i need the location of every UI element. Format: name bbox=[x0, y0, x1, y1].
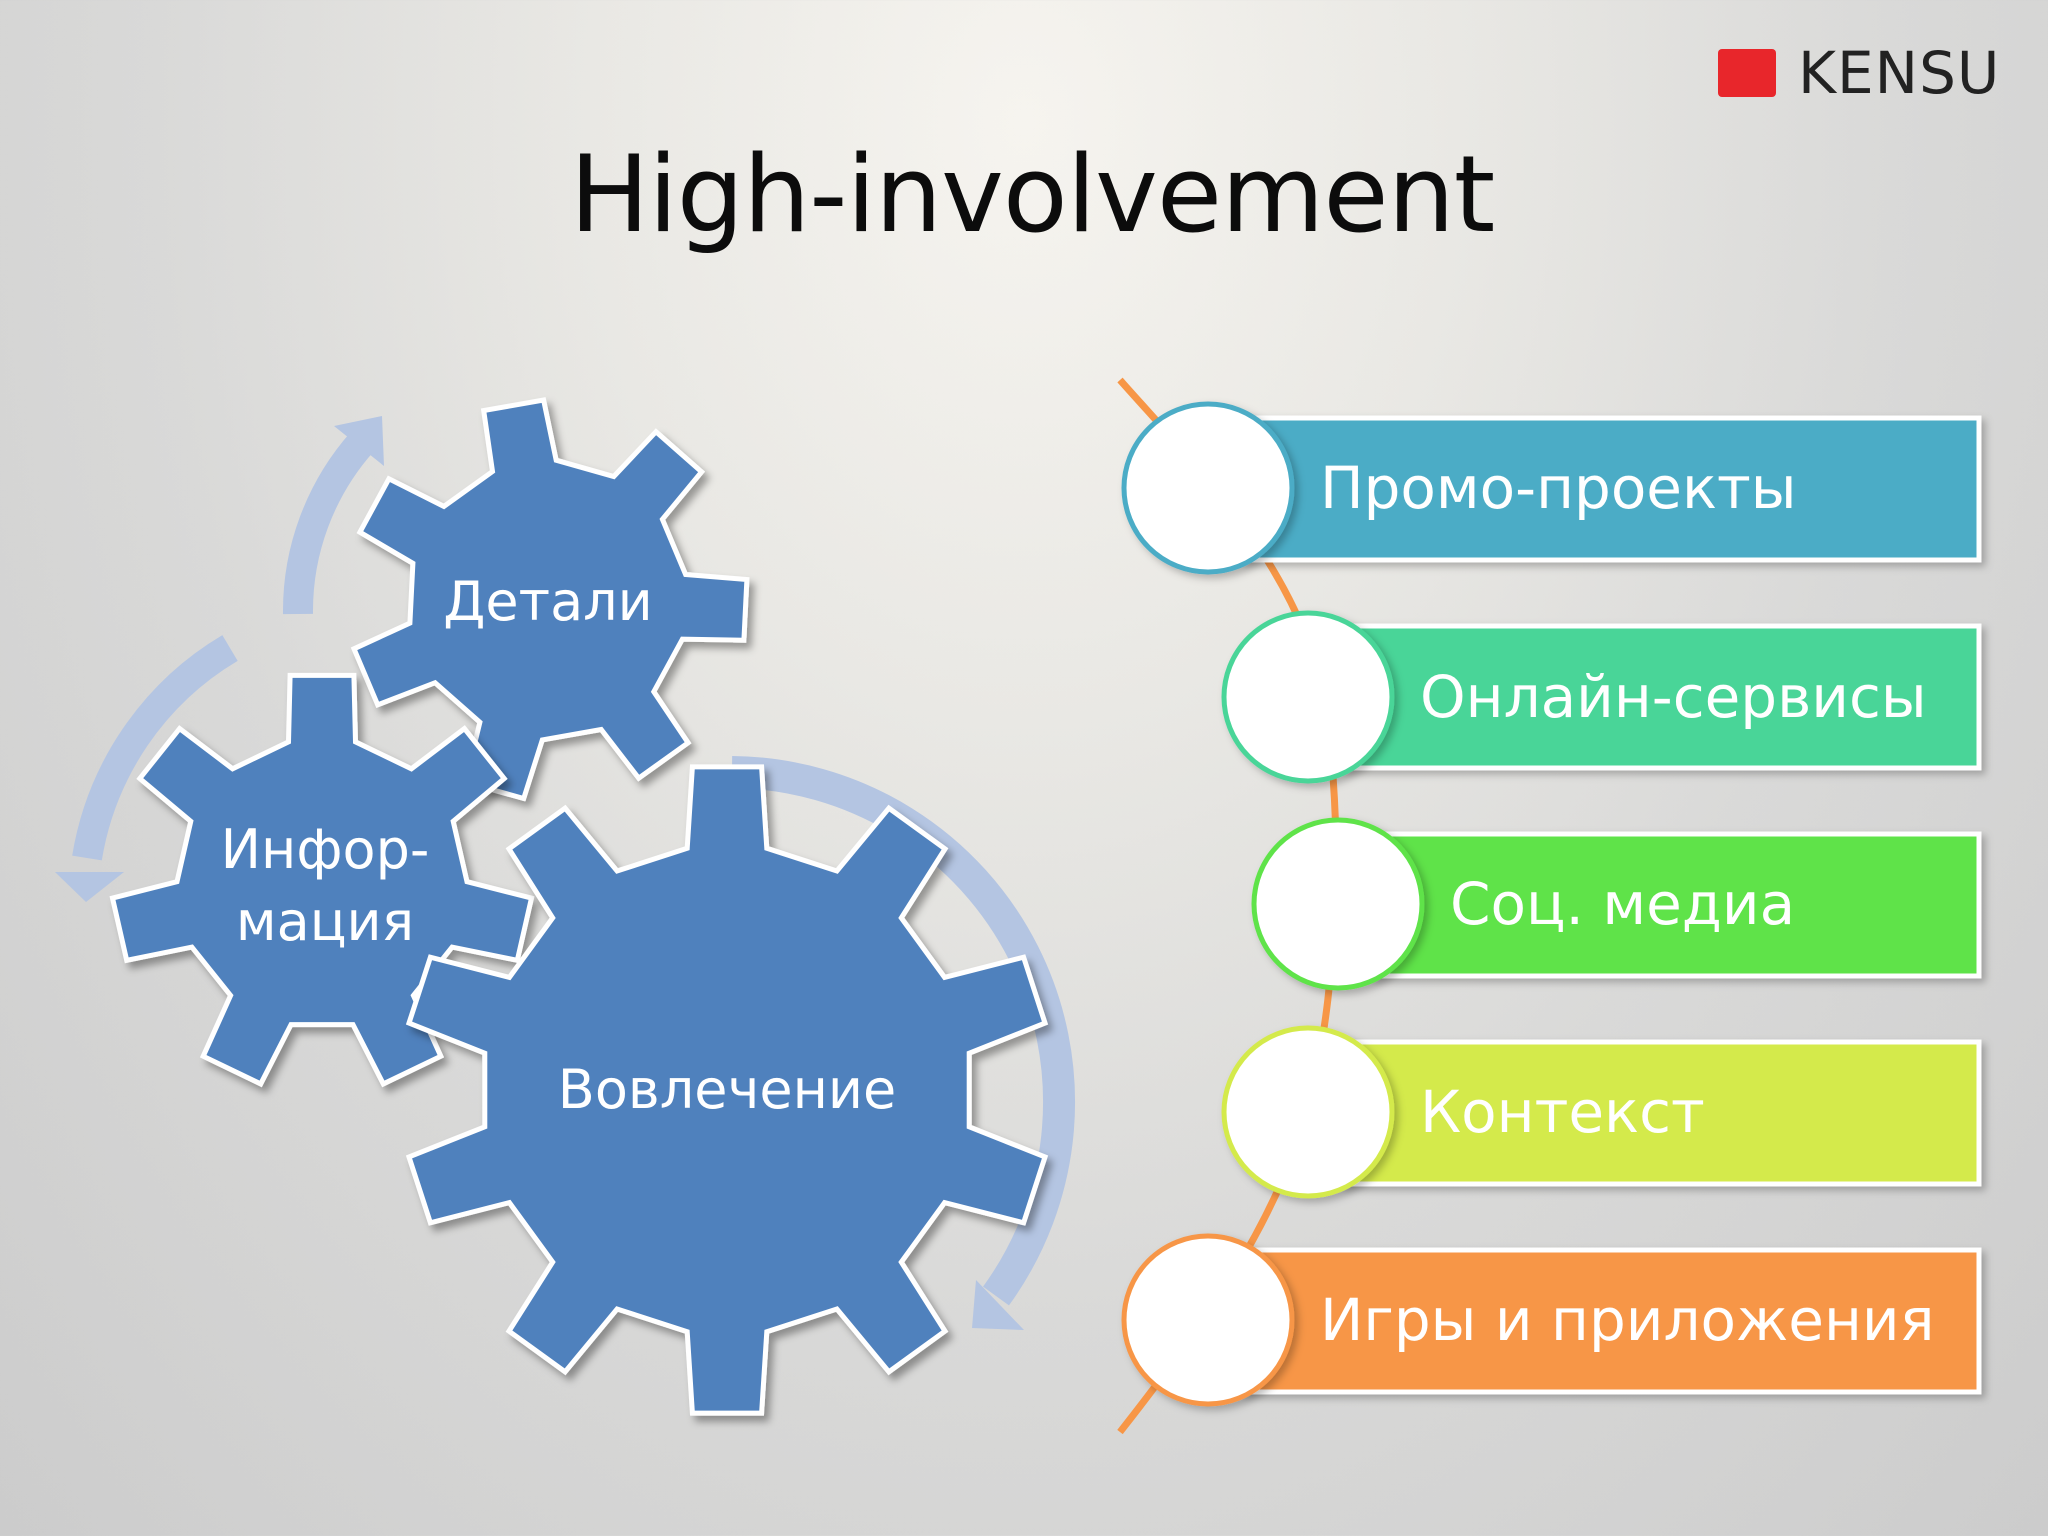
list-bar-1 bbox=[1239, 415, 1982, 563]
list-label-3: Соц. медиа bbox=[1450, 870, 1795, 938]
gear-details bbox=[350, 397, 750, 802]
list-label-1: Промо-проекты bbox=[1320, 454, 1797, 522]
brand-logo: KENSU bbox=[1718, 39, 2001, 107]
list-circle-5 bbox=[1121, 1233, 1295, 1407]
list-circle-1 bbox=[1121, 401, 1295, 575]
list-circle-2 bbox=[1221, 610, 1395, 784]
arrow-down-arc bbox=[731, 756, 1076, 1306]
list-item-4: Контекст bbox=[1221, 1025, 1982, 1199]
arrow-up-head bbox=[334, 416, 384, 466]
list-item-2: Онлайн-сервисы bbox=[1221, 610, 1982, 784]
gear-label-info-line2: мация bbox=[236, 890, 414, 953]
list-circle-3 bbox=[1251, 817, 1425, 991]
gears-group: Детали Инфор- мация Вовлечение bbox=[109, 397, 1049, 1416]
list-item-1: Промо-проекты bbox=[1121, 401, 1982, 575]
list-bar-5 bbox=[1239, 1247, 1982, 1395]
list-bar-4 bbox=[1339, 1039, 1982, 1187]
list-item-5: Игры и приложения bbox=[1121, 1233, 1982, 1407]
arrow-up-arc bbox=[282, 432, 374, 615]
list-circle-4 bbox=[1221, 1025, 1395, 1199]
arrow-left-head bbox=[55, 872, 124, 902]
logo-text: KENSU bbox=[1798, 39, 2001, 107]
gear-label-involvement: Вовлечение bbox=[558, 1058, 896, 1121]
slide-title: High-involvement bbox=[569, 133, 1496, 256]
list-bar-3 bbox=[1369, 831, 1982, 979]
arrow-down-head bbox=[972, 1280, 1024, 1330]
list-label-5: Игры и приложения bbox=[1320, 1286, 1934, 1354]
arrow-left-arc bbox=[72, 635, 238, 861]
logo-square-icon bbox=[1718, 49, 1776, 97]
gear-involvement bbox=[405, 764, 1049, 1416]
cycle-arrows bbox=[55, 416, 1076, 1330]
list-label-2: Онлайн-сервисы bbox=[1420, 663, 1927, 731]
gear-information bbox=[109, 672, 535, 1088]
list-item-3: Соц. медиа bbox=[1251, 817, 1982, 991]
gear-label-details: Детали bbox=[443, 570, 653, 633]
gear-label-info-line1: Инфор- bbox=[221, 818, 430, 881]
list-bar-2 bbox=[1339, 623, 1982, 771]
list-label-4: Контекст bbox=[1420, 1078, 1705, 1146]
